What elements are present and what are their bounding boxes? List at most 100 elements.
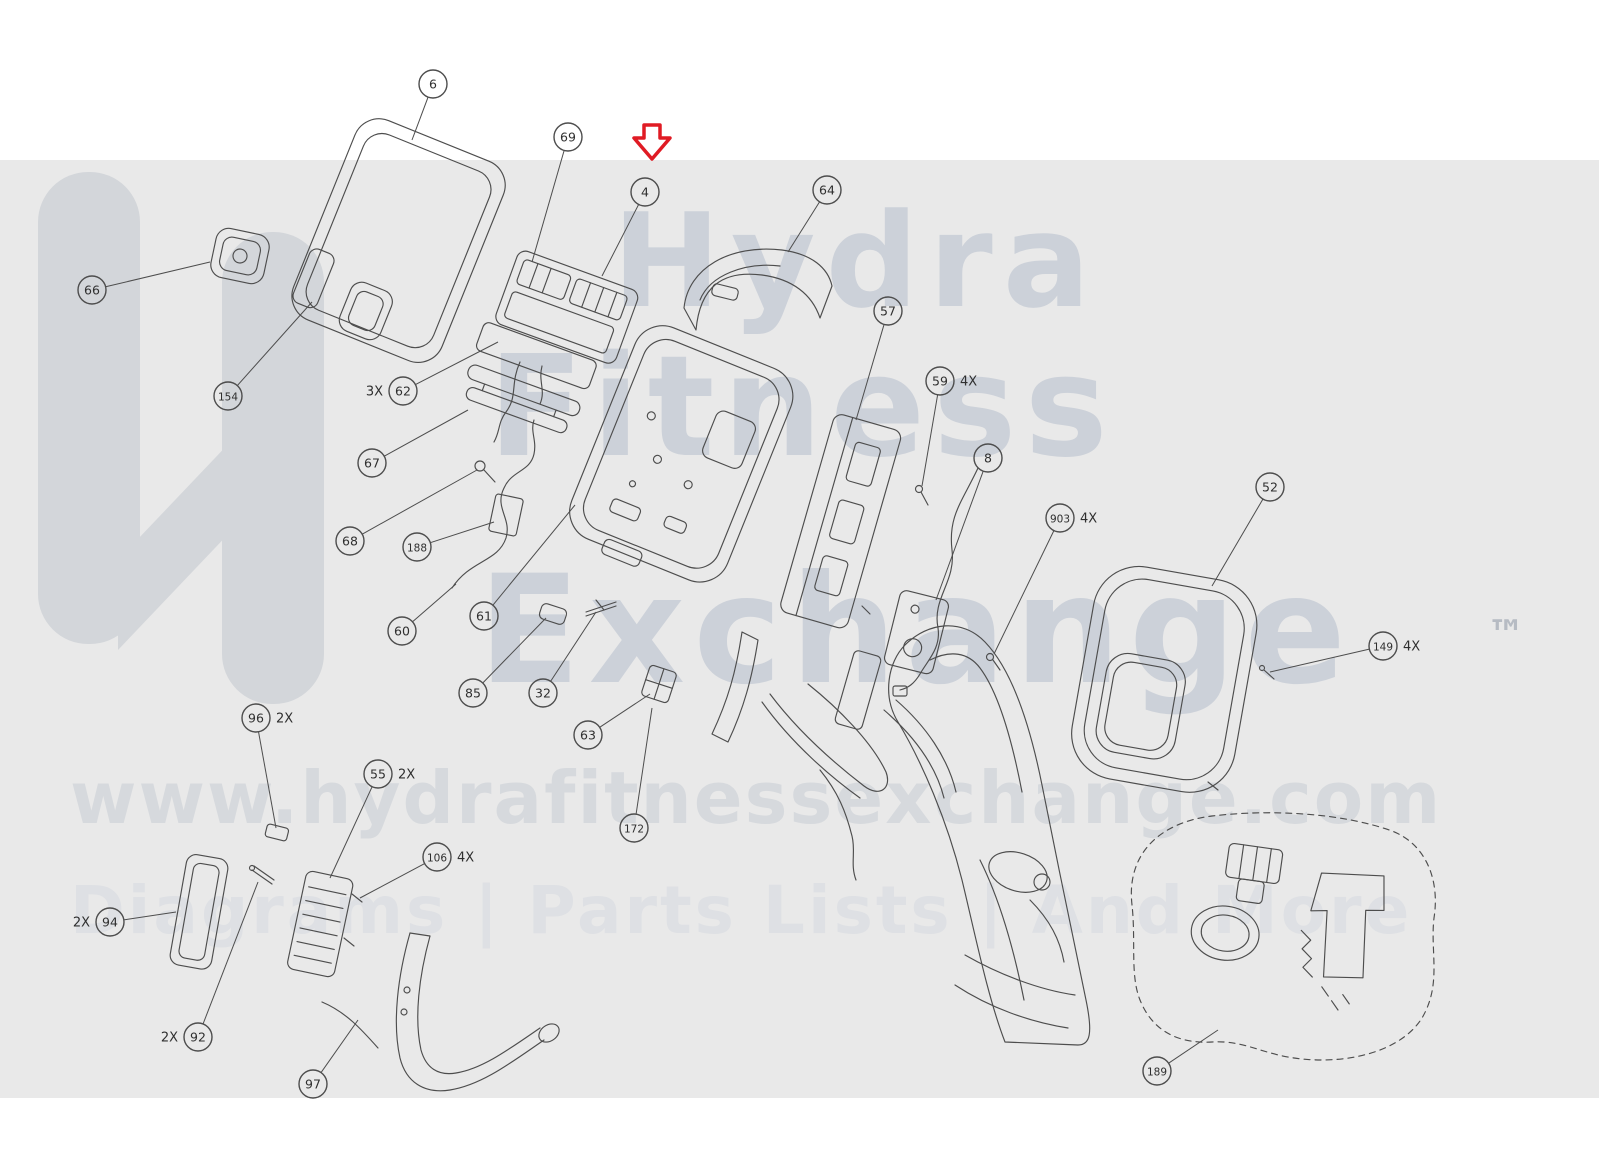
callout-number: 4 xyxy=(641,185,649,200)
watermark-word-exchange: Exchange xyxy=(478,544,1355,718)
callout-leader xyxy=(415,341,499,386)
callout-172: 172 xyxy=(619,707,653,843)
callout-balloon xyxy=(363,759,393,789)
callout-leader xyxy=(123,911,177,921)
callout-balloon xyxy=(183,1022,213,1052)
callout-6: 6 xyxy=(411,69,448,141)
callout-qty-suffix: 4X xyxy=(960,375,977,390)
callout-qty-suffix: 2X xyxy=(398,768,415,783)
callout-number: 94 xyxy=(102,915,118,930)
callout-leader xyxy=(430,521,495,544)
callout-number: 68 xyxy=(342,534,358,549)
callout-leader xyxy=(411,96,429,141)
callout-leader xyxy=(258,731,277,829)
part-106-screws xyxy=(343,893,363,947)
watermark-word-fitness: Fitness xyxy=(488,326,1116,489)
callout-balloon xyxy=(1142,1056,1172,1086)
callout-qty-suffix: 4X xyxy=(1080,512,1097,527)
callout-leader xyxy=(635,707,653,815)
part-94-trim-strip xyxy=(169,854,229,970)
callout-number: 903 xyxy=(1050,514,1070,526)
watermark-url: www.hydrafitnessexchange.com xyxy=(70,756,1443,840)
main-frame-assembly xyxy=(711,590,1091,1046)
callout-balloon xyxy=(1368,631,1398,661)
callout-balloon xyxy=(469,601,499,631)
callout-leader xyxy=(384,409,469,457)
callout-balloon xyxy=(458,678,488,708)
callout-balloon xyxy=(298,1069,328,1099)
callout-106: 106 4X xyxy=(359,842,474,899)
callout-67: 67 xyxy=(357,409,469,478)
watermark-tagline: Diagrams | Parts Lists | And More xyxy=(70,872,1413,949)
part-85-pad xyxy=(538,603,568,625)
callout-903: 903 4X xyxy=(993,503,1097,655)
callout-leader xyxy=(105,261,211,288)
callout-leader xyxy=(236,301,313,386)
callout-balloon xyxy=(388,376,418,406)
callout-leader xyxy=(993,530,1055,655)
part-66-keypad xyxy=(210,227,270,285)
callout-64: 64 xyxy=(787,175,842,253)
callout-154: 154 xyxy=(213,301,313,411)
part-149-screw xyxy=(1207,664,1275,791)
callout-leader xyxy=(599,693,651,728)
callout-balloon xyxy=(553,122,583,152)
callout-number: 6 xyxy=(429,77,437,92)
callout-63: 63 xyxy=(573,693,651,750)
line-art xyxy=(169,118,1436,1092)
watermark-h-logo-icon xyxy=(38,172,324,704)
callout-balloon xyxy=(77,275,107,305)
part-52-shroud xyxy=(1071,565,1258,793)
callout-balloon xyxy=(387,616,417,646)
callout-number: 66 xyxy=(84,283,100,298)
callout-balloon xyxy=(528,678,558,708)
callout-number: 32 xyxy=(535,686,551,701)
callout-leader xyxy=(202,881,259,1025)
part-64-top-cap xyxy=(683,248,833,331)
part-8-harness xyxy=(892,467,979,697)
callout-leader xyxy=(935,470,984,601)
callout-leader xyxy=(361,469,478,535)
callout-balloon xyxy=(812,175,842,205)
callout-number: 62 xyxy=(395,384,411,399)
callout-leader xyxy=(921,394,939,487)
callout-leader xyxy=(601,204,640,277)
callout-leader xyxy=(1168,1029,1219,1064)
callout-32: 32 xyxy=(528,611,597,708)
part-32-pin xyxy=(585,599,617,617)
callout-number: 60 xyxy=(394,624,410,639)
callout-number: 96 xyxy=(248,711,264,726)
callout-number: 188 xyxy=(407,543,427,555)
callout-number: 106 xyxy=(427,853,447,865)
watermark-word-hydra: Hydra xyxy=(612,185,1101,337)
part-4-wires xyxy=(493,361,521,443)
callout-leader xyxy=(329,786,373,879)
callout-leader xyxy=(550,611,597,682)
callout-balloon xyxy=(95,907,125,937)
part-189-hardware-kit xyxy=(1130,812,1436,1061)
callout-60: 60 xyxy=(387,583,457,646)
callout-number: 57 xyxy=(880,304,896,319)
part-4-wires-2 xyxy=(539,365,543,405)
part-97-handlebar xyxy=(321,932,560,1092)
callout-balloon xyxy=(422,842,452,872)
callout-qty-suffix: 4X xyxy=(457,851,474,866)
callout-balloon xyxy=(213,381,243,411)
callout-balloon xyxy=(873,296,903,326)
callout-68: 68 xyxy=(335,469,478,556)
callout-66: 66 xyxy=(77,261,211,305)
callout-balloon xyxy=(973,443,1003,473)
callout-52: 52 xyxy=(1211,472,1285,587)
callout-number: 55 xyxy=(370,767,386,782)
callout-number: 189 xyxy=(1147,1067,1167,1079)
callout-balloon xyxy=(241,703,271,733)
callout-balloon xyxy=(619,813,649,843)
part-903-screw xyxy=(985,652,1001,671)
part-55-grille xyxy=(287,870,354,978)
part-67-bracket xyxy=(465,364,581,434)
callout-leader xyxy=(492,504,576,606)
